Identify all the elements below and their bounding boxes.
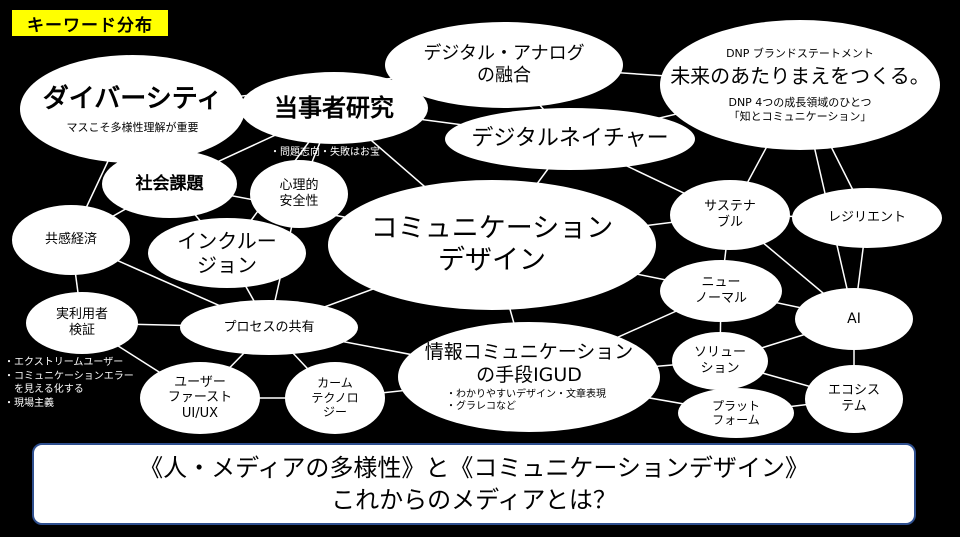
- node-inclusion: インクルー ジョン: [148, 218, 306, 288]
- note-problem: ・問題志向・失敗はお宝: [270, 147, 380, 158]
- keyword-badge: キーワード分布: [12, 10, 168, 36]
- node-diversity-sub: マスこそ多様性理解が重要: [66, 121, 199, 134]
- node-platform-line1: プラット: [711, 398, 760, 413]
- node-kyokan-title: 共感経済: [44, 232, 97, 248]
- node-resilient-title: レジリエント: [827, 210, 906, 226]
- node-digital-analog-line1: デジタル・アナログ: [423, 43, 585, 65]
- node-digital-nature-title: デジタルネイチャー: [471, 125, 669, 151]
- node-psych-line1: 心理的: [279, 178, 319, 194]
- node-calm-tech-line2: テクノロ: [311, 390, 359, 405]
- node-solution-line2: ション: [700, 361, 740, 376]
- node-process-title: プロセスの共有: [223, 319, 315, 335]
- node-comm-design-line1: コミュニケーション: [370, 212, 614, 244]
- node-ecosystem-line2: テム: [841, 399, 867, 414]
- node-ecosystem-line1: エコシス: [827, 383, 880, 399]
- note-left-3: を見える化する: [4, 384, 84, 395]
- node-igud-sub2: ・グラレコなど: [446, 401, 516, 413]
- node-user-first-line1: ユーザー: [174, 374, 226, 390]
- footer-line2: これからのメディアとは？: [331, 486, 617, 514]
- note-left-list: ・エクストリームユーザー ・コミュニケーションエラー を見える化する ・現場主義: [4, 356, 134, 410]
- node-calm-technology: カーム テクノロ ジー: [285, 362, 385, 434]
- node-igud-line2: の手段IGUD: [476, 363, 582, 386]
- node-ai: AI: [795, 288, 913, 350]
- node-psych-safety: 心理的 安全性: [250, 160, 348, 228]
- node-calm-tech-line3: ジー: [322, 405, 347, 420]
- node-calm-tech-line1: カーム: [317, 376, 353, 391]
- node-jitsuriyo-kensho: 実利用者 検証: [26, 292, 138, 354]
- node-digital-analog: デジタル・アナログ の融合: [385, 22, 623, 108]
- node-kyokan-keizai: 共感経済: [12, 205, 130, 275]
- node-user-first-line2: ファースト: [167, 390, 233, 406]
- node-dnp-small3: 「知とコミュニケーション」: [728, 109, 872, 123]
- node-new-normal-line2: ノーマル: [694, 291, 747, 306]
- node-diversity-title: ダイバーシティ: [42, 83, 223, 114]
- node-social: 社会課題: [102, 150, 237, 218]
- node-comm-design-line2: デザイン: [438, 245, 546, 276]
- node-inclusion-line1: インクルー: [177, 229, 277, 253]
- node-sustainable: サステナ ブル: [670, 180, 790, 250]
- node-igud-sub1: ・わかりやすいデザイン・文章表現: [446, 389, 606, 401]
- node-dnp-title: 未来のあたりまえをつくる。: [670, 64, 930, 89]
- node-digital-analog-line2: の融合: [477, 65, 531, 86]
- note-left-2: ・コミュニケーションエラー: [4, 370, 134, 382]
- node-solution-line1: ソリュー: [693, 345, 746, 361]
- footer-banner: 《人・メディアの多様性》と《コミュニケーションデザイン》 これからのメディアとは…: [32, 443, 916, 525]
- node-communication-design: コミュニケーション デザイン: [328, 180, 656, 310]
- node-tojisha-title: 当事者研究: [274, 93, 394, 122]
- node-dnp-small1: DNP ブランドステートメント: [726, 47, 874, 61]
- node-psych-line2: 安全性: [279, 194, 319, 209]
- node-igud: 情報コミュニケーション の手段IGUD ・わかりやすいデザイン・文章表現 ・グラ…: [398, 322, 660, 432]
- node-platform: プラット フォーム: [678, 388, 794, 438]
- node-solution: ソリュー ション: [672, 332, 768, 390]
- node-ai-title: AI: [847, 310, 861, 327]
- node-dnp-statement: DNP ブランドステートメント 未来のあたりまえをつくる。 DNP 4つの成長領…: [660, 20, 940, 150]
- note-left-1: ・エクストリームユーザー: [4, 357, 124, 368]
- node-sustainable-line2: ブル: [716, 215, 743, 230]
- node-igud-line1: 情報コミュニケーション: [424, 340, 634, 363]
- node-jitsuriyo-line1: 実利用者: [55, 307, 108, 323]
- note-left-4: ・現場主義: [4, 397, 54, 409]
- node-social-title: 社会課題: [135, 173, 204, 194]
- node-platform-line2: フォーム: [712, 413, 760, 427]
- node-ecosystem: エコシス テム: [805, 365, 903, 433]
- node-user-first: ユーザー ファースト UI/UX: [140, 362, 260, 434]
- node-user-first-line3: UI/UX: [181, 405, 219, 421]
- node-resilient: レジリエント: [792, 188, 942, 248]
- node-new-normal-line1: ニュー: [701, 275, 741, 291]
- node-inclusion-line2: ジョン: [197, 253, 257, 277]
- node-process-share: プロセスの共有: [180, 300, 358, 355]
- node-new-normal: ニュー ノーマル: [660, 260, 782, 322]
- node-jitsuriyo-line2: 検証: [68, 323, 95, 338]
- footer-line1: 《人・メディアの多様性》と《コミュニケーションデザイン》: [139, 453, 809, 482]
- node-dnp-small2: DNP 4つの成長領域のひとつ: [728, 96, 872, 110]
- node-digital-nature: デジタルネイチャー: [445, 108, 695, 170]
- node-diversity: ダイバーシティ マスこそ多様性理解が重要: [20, 55, 245, 163]
- node-sustainable-line1: サステナ: [704, 199, 756, 215]
